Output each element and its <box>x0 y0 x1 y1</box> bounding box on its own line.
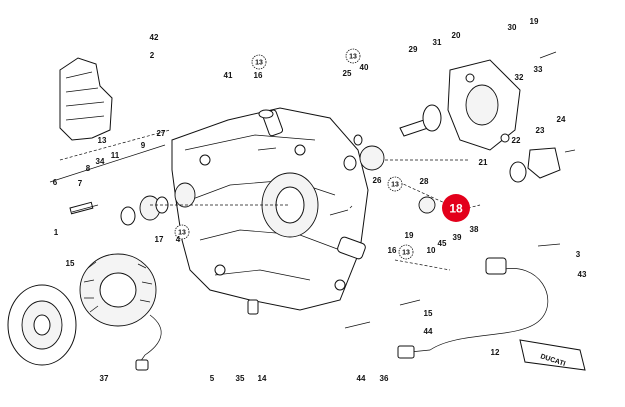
callout-label-36: 36 <box>380 374 389 383</box>
callout-label-19a: 19 <box>530 17 539 26</box>
svg-text:13: 13 <box>178 230 186 237</box>
callout-label-20: 20 <box>452 31 461 40</box>
callout-label-40: 40 <box>360 63 369 72</box>
elbow-fitting-part <box>509 147 561 183</box>
ref-badge-r1: 13 <box>251 54 267 70</box>
callout-label-37: 37 <box>100 374 109 383</box>
callout-label-44b: 44 <box>357 374 366 383</box>
callout-label-43: 43 <box>578 270 587 279</box>
callout-label-45: 45 <box>438 239 447 248</box>
callout-label-21: 21 <box>479 158 488 167</box>
callout-label-22: 22 <box>512 136 521 145</box>
callout-label-35: 35 <box>236 374 245 383</box>
callout-label-23: 23 <box>536 126 545 135</box>
sealant-tube-part: DUCATI <box>519 339 586 371</box>
callout-label-13a: 13 <box>98 136 107 145</box>
callout-label-1: 1 <box>54 228 59 237</box>
callout-label-39: 39 <box>453 233 462 242</box>
callout-label-4: 4 <box>176 235 181 244</box>
generator-cover-part <box>171 107 369 311</box>
callout-label-16a: 16 <box>254 71 263 80</box>
impeller-shaft-part <box>399 104 442 137</box>
stator-cover-part <box>59 57 113 141</box>
callout-label-6: 6 <box>53 178 58 187</box>
callout-label-12: 12 <box>491 348 500 357</box>
callout-label-27: 27 <box>157 129 166 138</box>
seal-parts <box>343 134 385 171</box>
callout-label-14: 14 <box>258 374 267 383</box>
callout-label-19b: 19 <box>405 231 414 240</box>
ref-badge-r3: 13 <box>174 224 190 240</box>
svg-text:13: 13 <box>349 54 357 61</box>
rotor-flywheel-part <box>7 284 77 366</box>
callout-label-11: 11 <box>111 151 120 160</box>
callout-label-29: 29 <box>409 45 418 54</box>
svg-text:13: 13 <box>391 182 399 189</box>
callout-label-28: 28 <box>420 177 429 186</box>
callout-label-38: 38 <box>470 225 479 234</box>
callout-label-33: 33 <box>534 65 543 74</box>
ref-badge-r2: 13 <box>345 48 361 64</box>
stator-coil-part <box>79 253 157 327</box>
callout-label-2: 2 <box>150 51 155 60</box>
callout-label-31: 31 <box>433 38 442 47</box>
callout-label-30: 30 <box>508 23 517 32</box>
callout-label-17: 17 <box>155 235 164 244</box>
callout-label-25: 25 <box>343 69 352 78</box>
svg-text:13: 13 <box>255 60 263 67</box>
callout-label-9: 9 <box>141 141 146 150</box>
callout-label-41: 41 <box>224 71 233 80</box>
stator-cable-part <box>135 314 162 371</box>
ref-badges: 13 13 13 13 13 <box>174 48 414 260</box>
ref-badge-r4: 13 <box>387 176 403 192</box>
sensor-cable-part <box>397 257 549 359</box>
highlight-text: 18 <box>449 202 463 216</box>
svg-text:13: 13 <box>402 250 410 257</box>
callout-label-24: 24 <box>557 115 566 124</box>
callout-label-15b: 15 <box>424 309 433 318</box>
callout-label-8: 8 <box>86 164 91 173</box>
screws-group <box>71 51 576 329</box>
callout-label-3: 3 <box>576 250 581 259</box>
ref-badge-r5: 13 <box>398 244 414 260</box>
callout-label-34: 34 <box>96 157 105 166</box>
seal-18-part <box>418 196 436 214</box>
bushing-part <box>258 109 284 137</box>
highlight-badge-18[interactable]: 18 <box>442 194 470 222</box>
water-pump-cover-part <box>447 59 521 151</box>
callout-label-10: 10 <box>427 246 436 255</box>
callout-label-26: 26 <box>373 176 382 185</box>
callout-label-44a: 44 <box>424 327 433 336</box>
callout-label-15a: 15 <box>66 259 75 268</box>
bushing-lower-part <box>337 236 366 260</box>
callout-label-16b: 16 <box>388 246 397 255</box>
callout-label-42: 42 <box>150 33 159 42</box>
callout-label-5: 5 <box>210 374 215 383</box>
callout-label-32: 32 <box>515 73 524 82</box>
callout-label-7: 7 <box>78 179 83 188</box>
